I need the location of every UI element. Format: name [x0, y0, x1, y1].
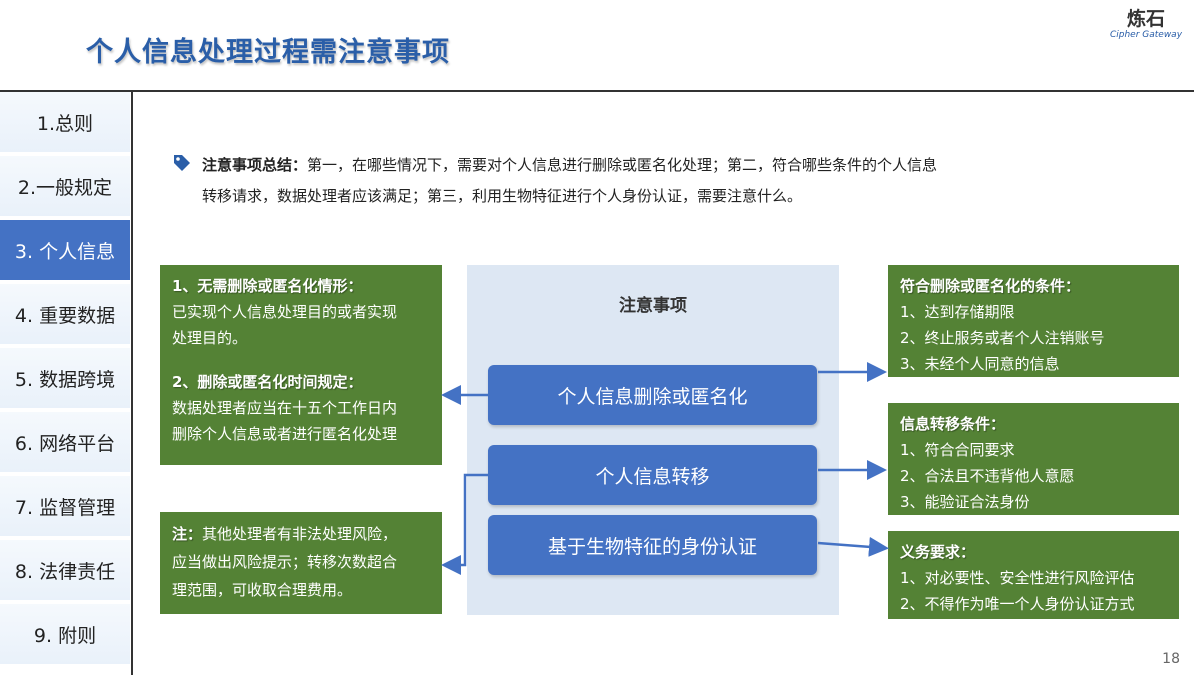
sidebar-item-general[interactable]: 1.总则 [0, 92, 130, 154]
conditions-line-3: 3、未经个人同意的信息 [900, 355, 1060, 373]
conditions-line-2: 2、终止服务或者个人注销账号 [900, 329, 1105, 347]
center-panel: 注意事项 个人信息删除或匿名化 个人信息转移 基于生物特征的身份认证 [467, 265, 839, 615]
note-heading: 注： [172, 525, 203, 543]
arrow-to-transfer-note [441, 473, 488, 575]
conditions-line-1: 1、达到存储期限 [900, 303, 1015, 321]
deletion-text-1a: 已实现个人信息处理目的或者实现 [172, 303, 398, 321]
page-title: 个人信息处理过程需注意事项 [86, 37, 450, 68]
node-info-transfer: 个人信息转移 [488, 445, 817, 505]
obligations-line-2: 2、不得作为唯一个人身份认证方式 [900, 595, 1135, 613]
sidebar-item-general-rules[interactable]: 2.一般规定 [0, 156, 130, 218]
sidebar: 1.总则 2.一般规定 3. 个人信息 4. 重要数据 5. 数据跨境 6. 网… [0, 92, 133, 675]
sidebar-item-personal-info[interactable]: 3. 个人信息 [0, 220, 130, 282]
box-deletion-rules: 1、无需删除或匿名化情形： 已实现个人信息处理目的或者实现 处理目的。 2、删除… [160, 265, 442, 465]
transfer-heading: 信息转移条件： [900, 415, 1006, 433]
transfer-line-1: 1、符合合同要求 [900, 441, 1015, 459]
box-transfer-conditions: 信息转移条件： 1、符合合同要求 2、合法且不违背他人意愿 3、能验证合法身份 [888, 403, 1179, 515]
sidebar-item-appendix[interactable]: 9. 附则 [0, 604, 130, 666]
deletion-text-2a: 数据处理者应当在十五个工作日内 [172, 399, 398, 417]
sidebar-item-platform[interactable]: 6. 网络平台 [0, 412, 130, 474]
node-biometric-auth: 基于生物特征的身份认证 [488, 515, 817, 575]
node-deletion-anonymization: 个人信息删除或匿名化 [488, 365, 817, 425]
box-deletion-conditions: 符合删除或匿名化的条件： 1、达到存储期限 2、终止服务或者个人注销账号 3、未… [888, 265, 1179, 377]
center-title: 注意事项 [619, 296, 687, 316]
deletion-heading-2: 2、删除或匿名化时间规定： [172, 373, 363, 391]
arrow-to-obligations [817, 536, 889, 557]
deletion-heading-1: 1、无需删除或匿名化情形： [172, 277, 363, 295]
note-line-1: 其他处理者有非法处理风险， [202, 525, 398, 543]
note-line-2: 应当做出风险提示；转移次数超合 [172, 553, 398, 571]
logo-cn-text: 炼石 [1126, 8, 1165, 30]
deletion-text-2b: 删除个人信息或者进行匿名化处理 [172, 425, 398, 443]
header-divider [0, 90, 1194, 92]
sidebar-item-legal-liability[interactable]: 8. 法律责任 [0, 540, 130, 602]
summary-block: 注意事项总结：第一，在哪些情况下，需要对个人信息进行删除或匿名化处理；第二，符合… [172, 150, 1072, 212]
sidebar-item-cross-border[interactable]: 5. 数据跨境 [0, 348, 130, 410]
page-number: 18 [1162, 651, 1180, 667]
sidebar-item-supervision[interactable]: 7. 监督管理 [0, 476, 130, 538]
obligations-heading: 义务要求： [900, 543, 976, 561]
deletion-text-1b: 处理目的。 [172, 329, 248, 347]
transfer-line-2: 2、合法且不违背他人意愿 [900, 467, 1075, 485]
transfer-line-3: 3、能验证合法身份 [900, 493, 1030, 511]
box-transfer-note: 注：其他处理者有非法处理风险， 应当做出风险提示；转移次数超合 理范围，可收取合… [160, 512, 442, 614]
sidebar-item-important-data[interactable]: 4. 重要数据 [0, 284, 130, 346]
obligations-line-1: 1、对必要性、安全性进行风险评估 [900, 569, 1135, 587]
note-line-3: 理范围，可收取合理费用。 [172, 581, 353, 599]
summary-line-1: 第一，在哪些情况下，需要对个人信息进行删除或匿名化处理；第二，符合哪些条件的个人… [307, 156, 938, 174]
summary-line-2: 转移请求，数据处理者应该满足；第三，利用生物特征进行个人身份认证，需要注意什么。 [202, 187, 803, 205]
company-logo: 炼石 Cipher Gateway [1106, 8, 1186, 40]
conditions-heading: 符合删除或匿名化的条件： [900, 277, 1081, 295]
box-obligations: 义务要求： 1、对必要性、安全性进行风险评估 2、不得作为唯一个人身份认证方式 [888, 531, 1179, 619]
logo-en-text: Cipher Gateway [1109, 30, 1183, 40]
tag-icon [174, 155, 190, 171]
summary-label: 注意事项总结： [202, 156, 308, 174]
